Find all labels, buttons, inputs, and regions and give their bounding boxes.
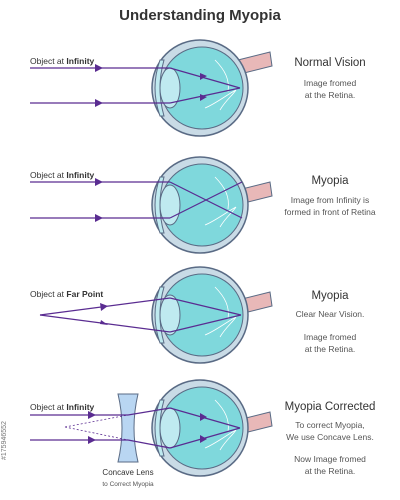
panel-text: formed in front of Retina <box>284 207 375 217</box>
virtual-ray-bottom <box>64 426 129 441</box>
crystalline-lens <box>159 184 181 226</box>
eye-diagram <box>151 266 273 364</box>
arrow-icon <box>95 214 103 222</box>
crystalline-lens <box>159 294 181 336</box>
arrow-icon <box>200 435 207 443</box>
retina-vessels <box>204 59 237 111</box>
arrow-icon <box>95 99 103 107</box>
panel-text: We use Concave Lens. <box>286 432 374 442</box>
object-label: Object at Infinity <box>30 170 95 180</box>
refracted-ray-bottom <box>169 314 242 333</box>
arrow-icon <box>95 178 103 186</box>
panel-normal-vision: Object at Infinity Normal Vision Image f… <box>30 39 366 137</box>
panel-text: Image fromed <box>304 332 357 342</box>
page-title: Understanding Myopia <box>119 7 281 24</box>
arrow-icon <box>200 94 207 101</box>
lens-caption: Concave Lens <box>102 468 153 477</box>
panel-text: at the Retina. <box>305 466 356 476</box>
eye-diagram <box>151 156 273 254</box>
stock-id: #175946552 <box>1 421 8 460</box>
arrow-icon <box>200 413 207 421</box>
object-label: Object at Far Point <box>30 289 103 299</box>
refracted-ray-top <box>169 67 241 89</box>
arrow-icon <box>100 303 108 311</box>
lens-subcaption: to Correct Myopia <box>102 481 154 488</box>
refracted-ray-top <box>169 297 242 316</box>
diverged-ray-bottom <box>127 439 171 449</box>
retina-vessels <box>204 176 237 228</box>
panel-text: Clear Near Vision. <box>296 309 365 319</box>
arrow-icon <box>200 73 207 80</box>
panel-myopia-far-point: Object at Far Point Myopia Clear Near Vi… <box>30 266 365 364</box>
panel-heading: Normal Vision <box>294 57 365 69</box>
panel-heading: Myopia <box>311 175 349 187</box>
panel-text: at the Retina. <box>305 344 356 354</box>
panel-heading: Myopia <box>311 290 349 302</box>
panel-text: Image from Infinity is <box>291 195 369 205</box>
panel-myopia-corrected: Object at Infinity Concave Lens to Corre… <box>30 379 376 488</box>
retina-vessels <box>204 286 237 338</box>
virtual-ray-top <box>64 414 129 428</box>
arrow-icon <box>88 411 96 419</box>
refracted-ray-bottom <box>169 181 243 219</box>
object-label: Object at Infinity <box>30 56 95 66</box>
diverged-ray-top <box>127 407 171 416</box>
eye-diagram <box>151 379 273 477</box>
panel-text: Image fromed <box>304 78 357 88</box>
panel-text: To correct Myopia, <box>295 420 364 430</box>
arrow-icon <box>88 436 96 444</box>
panel-heading: Myopia Corrected <box>285 401 376 413</box>
refracted-ray-bottom <box>169 87 241 104</box>
arrow-icon <box>95 64 103 72</box>
concave-lens <box>117 393 139 463</box>
object-label: Object at Infinity <box>30 402 95 412</box>
panel-text: Now Image fromed <box>294 454 366 464</box>
eye-diagram <box>151 39 273 137</box>
retina-vessels <box>204 399 237 451</box>
crystalline-lens <box>159 407 181 449</box>
arrow-icon <box>100 320 108 325</box>
panel-myopia-infinity: Object at Infinity Myopia Image from Inf… <box>30 156 376 254</box>
panel-text: at the Retina. <box>305 90 356 100</box>
